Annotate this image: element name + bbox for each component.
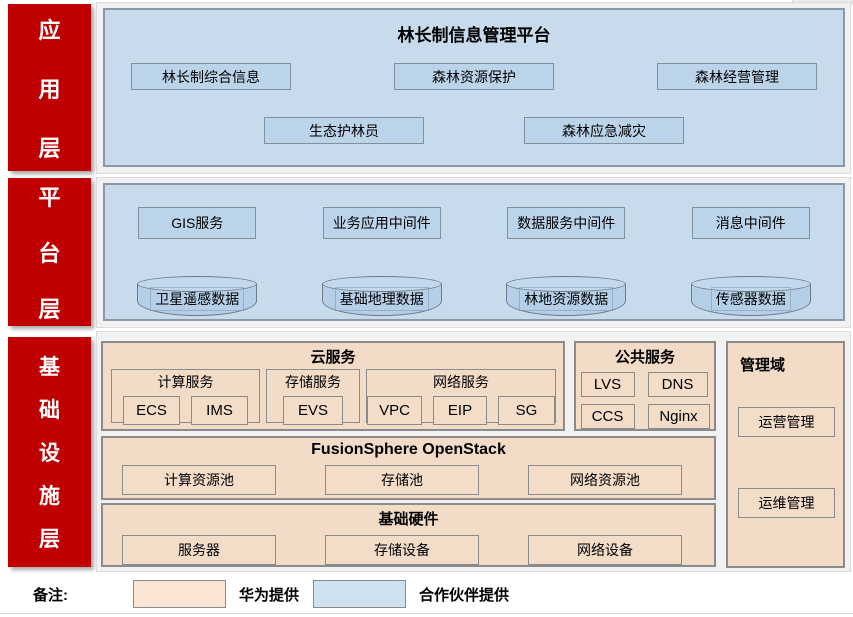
database-cylinder: 林地资源数据 xyxy=(506,276,627,316)
platform-service-box: 数据服务中间件 xyxy=(507,207,626,239)
layer-label-platform: 平 台 层 xyxy=(8,178,91,326)
platform-service-box: 业务应用中间件 xyxy=(322,207,441,239)
public-service-items: LVS DNS CCS Nginx xyxy=(576,372,714,429)
compute-service-items: ECS IMS xyxy=(112,396,259,425)
layer-label-char: 层 xyxy=(38,135,61,161)
legend: 备注: 华为提供 合作伙伴提供 xyxy=(33,580,509,608)
layer-label-char: 层 xyxy=(38,297,61,322)
resource-pool-box: 计算资源池 xyxy=(122,465,276,495)
database-label: 传感器数据 xyxy=(710,287,791,312)
cloud-services-title: 云服务 xyxy=(310,349,356,366)
service-box: Nginx xyxy=(647,404,710,429)
application-layer-row: 林长制信息管理平台 林长制综合信息 森林资源保护 森林经营管理 生态护林员 森林… xyxy=(96,2,851,174)
platform-panel: GIS服务 业务应用中间件 数据服务中间件 消息中间件 卫星遥感数据 基础地理数… xyxy=(103,183,845,321)
database-cylinder: 传感器数据 xyxy=(690,276,811,316)
layer-label-char: 平 xyxy=(38,185,61,210)
public-services-title: 公共服务 xyxy=(614,349,675,366)
fusionsphere-title: FusionSphere OpenStack xyxy=(311,441,506,458)
hardware-box: 存储设备 xyxy=(325,535,479,565)
database-cylinder: 卫星遥感数据 xyxy=(137,276,258,316)
network-service-items: VPC EIP SG xyxy=(367,396,555,425)
service-box: LVS xyxy=(580,372,635,397)
app-module-box: 森林经营管理 xyxy=(657,63,817,90)
service-box: SG xyxy=(498,396,555,425)
database-label: 林地资源数据 xyxy=(519,287,614,312)
platform-title: 林长制信息管理平台 xyxy=(397,26,551,45)
platform-service-box: GIS服务 xyxy=(138,207,257,239)
resource-pool-box: 网络资源池 xyxy=(528,465,682,495)
service-box: CCS xyxy=(580,404,635,429)
hardware-panel: 基础硬件 服务器 存储设备 网络设备 xyxy=(101,503,716,567)
service-box: VPC xyxy=(367,396,422,425)
app-module-box: 生态护林员 xyxy=(264,117,424,144)
partner-legend-text: 合作伙伴提供 xyxy=(419,586,510,604)
app-module-box: 林长制综合信息 xyxy=(131,63,291,90)
service-box: ECS xyxy=(123,396,180,425)
layer-label-infrastructure: 基 础 设 施 层 xyxy=(8,337,91,567)
platform-layer-row: GIS服务 业务应用中间件 数据服务中间件 消息中间件 卫星遥感数据 基础地理数… xyxy=(96,177,851,328)
fusionsphere-panel: FusionSphere OpenStack 计算资源池 存储池 网络资源池 xyxy=(101,436,716,500)
management-domain-panel: 管理域 运营管理 运维管理 xyxy=(726,341,845,568)
storage-service-items: EVS xyxy=(267,396,359,425)
management-domain-title: 管理域 xyxy=(740,357,786,374)
storage-service-title: 存储服务 xyxy=(285,374,341,390)
compute-service-group: 计算服务 ECS IMS xyxy=(111,369,260,425)
layer-label-char: 台 xyxy=(38,241,61,266)
platform-services-row: GIS服务 业务应用中间件 数据服务中间件 消息中间件 xyxy=(105,207,843,239)
fusionsphere-pools: 计算资源池 存储池 网络资源池 xyxy=(103,465,714,495)
layer-label-char: 基 xyxy=(39,356,60,379)
bottom-divider xyxy=(0,613,853,614)
huawei-legend-text: 华为提供 xyxy=(239,586,300,604)
partner-color-swatch xyxy=(313,580,407,608)
compute-service-title: 计算服务 xyxy=(157,374,214,390)
huawei-color-swatch xyxy=(133,580,226,608)
network-service-title: 网络服务 xyxy=(433,374,489,390)
legend-label: 备注: xyxy=(33,586,68,604)
application-modules-row1: 林长制综合信息 森林资源保护 森林经营管理 xyxy=(105,63,843,90)
service-box: EVS xyxy=(283,396,343,425)
app-module-box: 森林资源保护 xyxy=(394,63,554,90)
service-box: DNS xyxy=(647,372,708,397)
hardware-box: 网络设备 xyxy=(528,535,682,565)
network-service-group: 网络服务 VPC EIP SG xyxy=(366,369,556,425)
application-modules-row2: 生态护林员 森林应急减灾 xyxy=(105,117,843,144)
layer-label-char: 施 xyxy=(39,485,60,508)
cloud-service-groups: 计算服务 ECS IMS 存储服务 EVS 网络服务 VPC xyxy=(111,369,556,425)
cloud-services-panel: 云服务 计算服务 ECS IMS 存储服务 EVS 网络服务 xyxy=(101,341,565,431)
database-label: 卫星遥感数据 xyxy=(150,287,245,312)
layer-label-char: 应 xyxy=(38,17,61,43)
hardware-title: 基础硬件 xyxy=(378,511,439,528)
hardware-box: 服务器 xyxy=(122,535,276,565)
layer-label-char: 设 xyxy=(39,442,60,465)
layer-label-char: 用 xyxy=(38,76,61,102)
platform-service-box: 消息中间件 xyxy=(691,207,810,239)
application-panel: 林长制信息管理平台 林长制综合信息 森林资源保护 森林经营管理 生态护林员 森林… xyxy=(103,8,845,167)
management-box: 运维管理 xyxy=(738,488,835,518)
platform-databases-row: 卫星遥感数据 基础地理数据 林地资源数据 传感器数据 xyxy=(105,276,843,316)
layer-label-char: 层 xyxy=(39,528,60,551)
database-label: 基础地理数据 xyxy=(334,287,429,312)
resource-pool-box: 存储池 xyxy=(325,465,479,495)
app-module-box: 森林应急减灾 xyxy=(524,117,684,144)
management-box: 运营管理 xyxy=(738,407,835,437)
service-box: IMS xyxy=(191,396,248,425)
layer-label-char: 础 xyxy=(39,399,60,422)
public-services-panel: 公共服务 LVS DNS CCS Nginx xyxy=(574,341,716,431)
service-box: EIP xyxy=(433,396,487,425)
infrastructure-layer-row: 云服务 计算服务 ECS IMS 存储服务 EVS 网络服务 xyxy=(96,331,851,572)
database-cylinder: 基础地理数据 xyxy=(321,276,442,316)
hardware-items: 服务器 存储设备 网络设备 xyxy=(103,535,714,565)
storage-service-group: 存储服务 EVS xyxy=(266,369,360,425)
layer-label-application: 应 用 层 xyxy=(8,4,91,171)
